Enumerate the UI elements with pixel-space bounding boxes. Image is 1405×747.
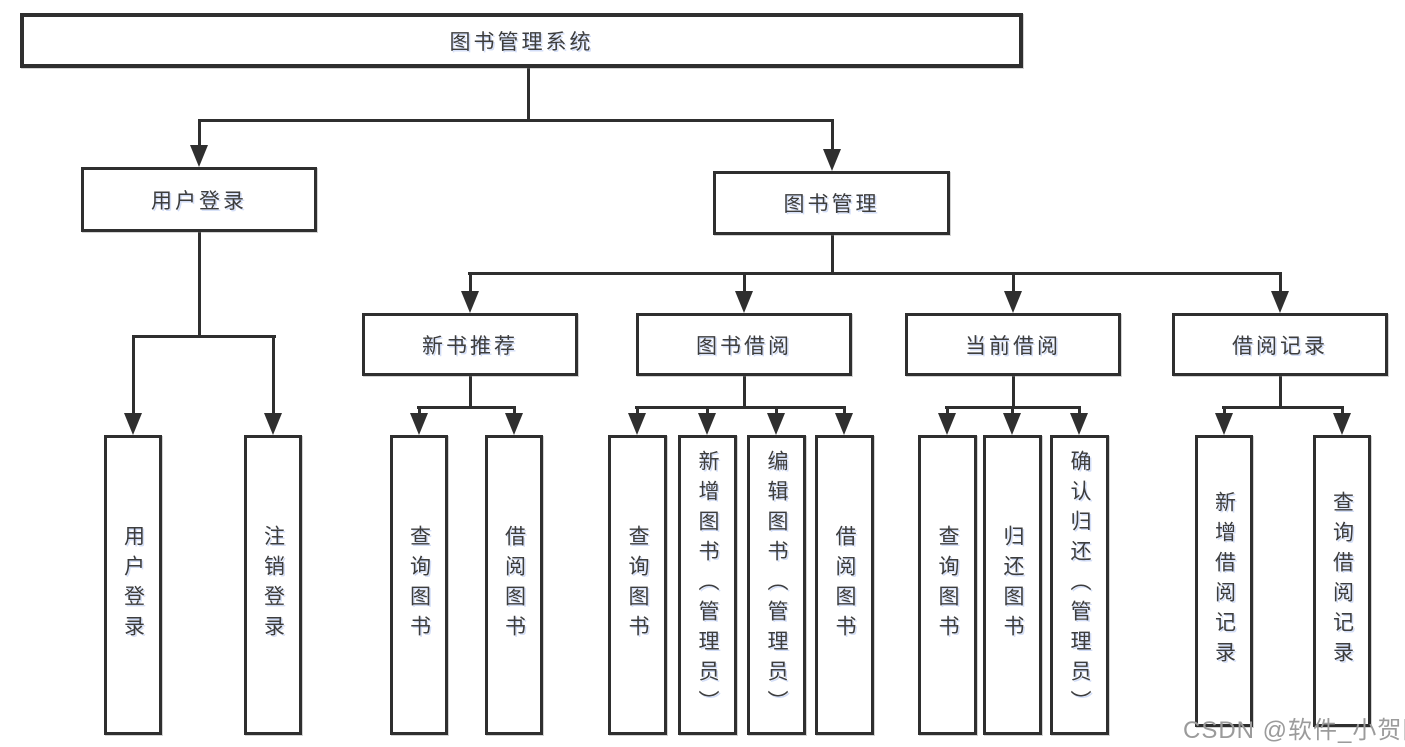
arrow-down-icon — [823, 149, 841, 171]
node-label: 用户登录 — [151, 189, 247, 213]
node-book-borrow: 图书借阅 — [636, 313, 852, 376]
node-label: 归还图书 — [1001, 525, 1024, 645]
connector-line — [1012, 376, 1015, 409]
connector-line — [198, 119, 834, 122]
node-label: 查询图书 — [407, 525, 431, 645]
arrow-down-icon — [1070, 413, 1088, 435]
node-label: 图书管理 — [783, 193, 880, 216]
node-label: 新增图书（管理员） — [696, 450, 719, 720]
node-label: 用户登录 — [121, 525, 145, 645]
connector-line — [743, 376, 746, 409]
connector-line — [132, 335, 135, 417]
node-label: 当前借阅 — [965, 334, 1061, 358]
connector-line — [1078, 406, 1081, 417]
connector-line — [1011, 406, 1014, 417]
node-label: 查询图书 — [936, 525, 959, 645]
node-label: 查询借阅记录 — [1330, 491, 1354, 671]
arrow-down-icon — [124, 413, 142, 435]
arrow-down-icon — [1333, 413, 1351, 435]
node-label: 查询图书 — [626, 525, 649, 645]
arrow-down-icon — [938, 413, 956, 435]
node-leaf-return-books: 归还图书 — [983, 435, 1042, 735]
connector-line — [636, 406, 639, 417]
arrow-down-icon — [190, 145, 208, 167]
connector-line — [417, 406, 516, 409]
connector-line — [132, 335, 276, 338]
arrow-down-icon — [735, 291, 753, 313]
connector-line — [1012, 272, 1015, 295]
connector-line — [198, 119, 201, 149]
connector-line — [831, 119, 834, 153]
connector-line — [1341, 406, 1344, 417]
connector-line — [418, 406, 421, 417]
connector-line — [527, 68, 530, 121]
arrow-down-icon — [1004, 291, 1022, 313]
node-user-login: 用户登录 — [81, 167, 317, 232]
arrow-down-icon — [461, 291, 479, 313]
connector-line — [843, 406, 846, 417]
node-leaf-query-borrow-record: 查询借阅记录 — [1313, 435, 1371, 727]
node-new-book-recommend: 新书推荐 — [362, 313, 578, 376]
node-leaf-logout: 注销登录 — [244, 435, 302, 735]
arrow-down-icon — [835, 413, 853, 435]
node-leaf-add-books-admin: 新增图书（管理员） — [678, 435, 737, 735]
node-leaf-confirm-return-admin: 确认归还（管理员） — [1050, 435, 1109, 735]
node-label: 确认归还（管理员） — [1068, 450, 1091, 720]
node-label: 注销登录 — [261, 525, 285, 645]
node-book-management: 图书管理 — [713, 171, 950, 235]
node-leaf-add-borrow-record: 新增借阅记录 — [1195, 435, 1253, 727]
node-current-borrow: 当前借阅 — [905, 313, 1121, 376]
connector-line — [1279, 376, 1282, 409]
node-label: 新增借阅记录 — [1212, 491, 1236, 671]
connector-line — [272, 335, 275, 417]
node-label: 编辑图书（管理员） — [765, 450, 788, 720]
node-leaf-edit-books-admin: 编辑图书（管理员） — [747, 435, 806, 735]
arrow-down-icon — [410, 413, 428, 435]
arrow-down-icon — [1003, 413, 1021, 435]
connector-line — [775, 406, 778, 417]
node-label: 借阅图书 — [502, 525, 526, 645]
connector-line — [946, 406, 949, 417]
arrow-down-icon — [628, 413, 646, 435]
node-label: 借阅记录 — [1232, 334, 1328, 358]
connector-line — [198, 232, 201, 337]
connector-line — [635, 406, 846, 409]
node-label: 图书借阅 — [696, 334, 792, 358]
node-leaf-borrow-books-1: 借阅图书 — [485, 435, 543, 735]
node-leaf-user-login: 用户登录 — [104, 435, 162, 735]
connector-line — [1223, 406, 1226, 417]
arrow-down-icon — [1271, 291, 1289, 313]
connector-line — [1279, 272, 1282, 295]
connector-line — [468, 272, 1282, 275]
node-leaf-query-books-3: 查询图书 — [918, 435, 977, 735]
node-leaf-borrow-books-2: 借阅图书 — [815, 435, 874, 735]
connector-line — [469, 376, 472, 409]
node-leaf-query-books-2: 查询图书 — [608, 435, 667, 735]
watermark: CSDN @软件_小贺同学 — [1183, 717, 1405, 744]
arrow-down-icon — [767, 413, 785, 435]
node-label: 图书管理系统 — [449, 30, 594, 54]
connector-line — [743, 272, 746, 295]
connector-line — [706, 406, 709, 417]
node-borrow-records: 借阅记录 — [1172, 313, 1388, 376]
node-library-system: 图书管理系统 — [20, 13, 1023, 68]
node-label: 借阅图书 — [833, 525, 856, 645]
arrow-down-icon — [505, 413, 523, 435]
connector-line — [469, 272, 472, 295]
node-leaf-query-books-1: 查询图书 — [390, 435, 448, 735]
arrow-down-icon — [1215, 413, 1233, 435]
connector-line — [513, 406, 516, 417]
arrow-down-icon — [264, 413, 282, 435]
node-label: 新书推荐 — [422, 334, 518, 358]
arrow-down-icon — [698, 413, 716, 435]
connector-line — [831, 235, 834, 275]
connector-line — [1222, 406, 1344, 409]
